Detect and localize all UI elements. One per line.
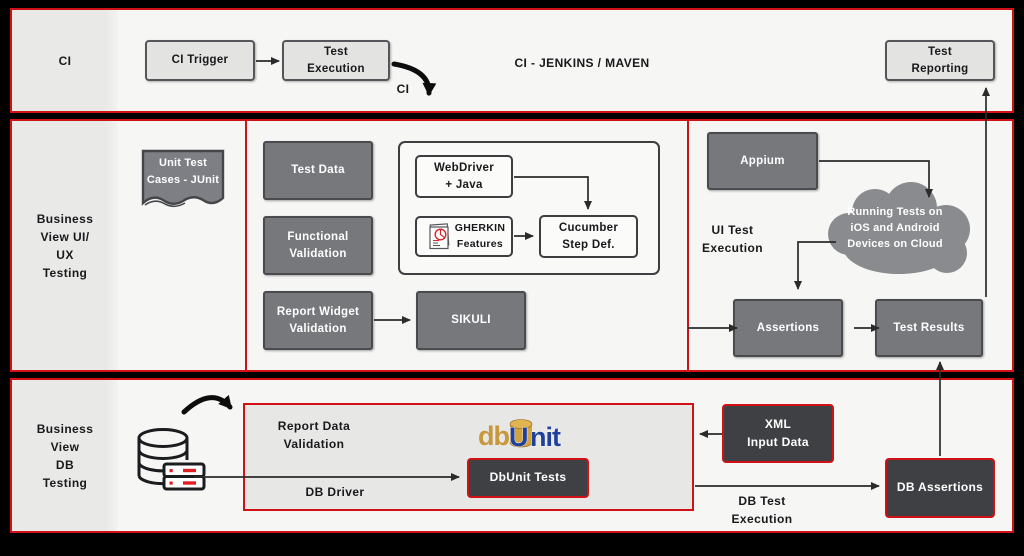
appium-box: Appium	[707, 132, 818, 190]
test-data-box: Test Data	[263, 141, 373, 200]
database-server-icon	[137, 428, 206, 491]
cucumber-step-def-label: Cucumber Step Def.	[558, 221, 619, 251]
dbunit-logo-u: U	[509, 422, 529, 452]
ci-trigger-box: CI Trigger	[145, 40, 255, 81]
unit-test-cases-label: Unit Test Cases - JUnit	[146, 157, 220, 186]
ui-test-execution-label: UI Test Execution	[702, 223, 763, 255]
dbunit-logo: db U nit	[478, 415, 578, 458]
appium-label: Appium	[740, 154, 785, 167]
dbunit-tests-box: DbUnit Tests	[467, 458, 589, 498]
ui-band-divider-left	[245, 121, 247, 370]
ui-band-divider-right	[687, 121, 689, 370]
sikuli-label: SIKULI	[451, 314, 491, 327]
cucumber-step-def-box: Cucumber Step Def.	[539, 215, 638, 258]
ci-band: CI CI Trigger Test Execution CI - JENKIN…	[10, 8, 1014, 113]
assertions-box: Assertions	[733, 299, 843, 357]
functional-validation-box: Functional Validation	[263, 216, 373, 275]
dbunit-logo-icon: db U nit	[478, 419, 562, 452]
db-assertions-label: DB Assertions	[896, 480, 984, 495]
gherkin-features-box: GHERKIN Features	[415, 216, 513, 257]
webdriver-java-box: WebDriver + Java	[415, 155, 513, 198]
test-data-label: Test Data	[291, 164, 345, 177]
dbunit-panel: Report Data Validation DB Driver db U ni…	[243, 403, 694, 511]
db-assertions-box: DB Assertions	[885, 458, 995, 518]
ui-ux-band: Business View UI/ UX Testing Unit Test C…	[10, 119, 1014, 372]
test-results-box: Test Results	[875, 299, 983, 357]
sikuli-box: SIKULI	[416, 291, 526, 350]
ci-band-sidebar: CI	[12, 10, 118, 111]
report-widget-validation-box: Report Widget Validation	[263, 291, 373, 350]
db-band-label: Business View DB Testing	[36, 421, 94, 490]
webdriver-java-label: WebDriver + Java	[433, 161, 494, 191]
gherkin-features-label: GHERKIN Features	[454, 222, 506, 250]
xml-input-data-box: XML Input Data	[722, 404, 834, 463]
document-wave-icon	[141, 149, 225, 208]
ci-band-label: CI	[58, 53, 72, 68]
db-driver-label: DB Driver	[305, 485, 365, 499]
db-test-execution-label: DB Test Execution	[731, 494, 793, 526]
dbunit-tests-label: DbUnit Tests	[489, 470, 567, 485]
functional-validation-label: Functional Validation	[287, 230, 349, 260]
ci-arrow-label: CI	[396, 82, 410, 96]
dbunit-logo-nit: nit	[530, 422, 561, 452]
test-execution-label: Test Execution	[307, 45, 365, 75]
test-results-label: Test Results	[893, 321, 965, 334]
ui-ux-band-sidebar: Business View UI/ UX Testing	[12, 121, 118, 370]
ci-trigger-label: CI Trigger	[171, 54, 229, 67]
db-band: Business View DB Testing	[10, 378, 1014, 533]
db-band-sidebar: Business View DB Testing	[12, 380, 118, 531]
test-execution-box: Test Execution	[282, 40, 390, 81]
xml-input-data-label: XML Input Data	[747, 417, 809, 449]
cloud-label: Running Tests on iOS and Android Devices…	[847, 206, 943, 250]
unit-test-cases-doc: Unit Test Cases - JUnit	[140, 148, 226, 210]
report-widget-validation-label: Report Widget Validation	[276, 305, 360, 335]
cloud-shape: Running Tests on iOS and Android Devices…	[815, 179, 975, 281]
test-reporting-label: Test Reporting	[911, 45, 969, 75]
ui-ux-band-label: Business View UI/ UX Testing	[36, 211, 94, 280]
report-data-validation-label: Report Data Validation	[277, 419, 351, 451]
dbunit-logo-db: db	[478, 421, 509, 451]
test-reporting-box: Test Reporting	[885, 40, 995, 81]
assertions-label: Assertions	[756, 321, 820, 334]
ci-jenkins-maven-title: CI - JENKINS / MAVEN	[514, 56, 650, 70]
gherkin-report-icon	[429, 223, 450, 250]
